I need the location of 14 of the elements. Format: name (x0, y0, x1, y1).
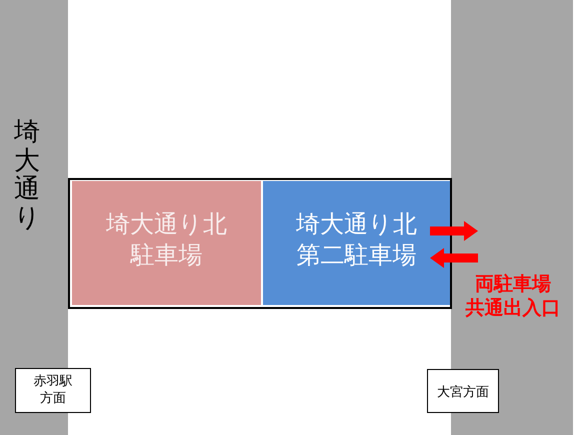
direction-sign-box (15, 368, 91, 413)
direction-label: 大宮方面 (436, 384, 490, 401)
parking-lot-name: 埼大通り北駐車場 (105, 209, 228, 272)
parking-lot-box (72, 181, 261, 305)
road-name: 埼大通り (14, 118, 40, 232)
parking-lot-name: 埼大通り北第二駐車場 (295, 209, 418, 272)
direction-sign-box (427, 369, 499, 413)
direction-label: 赤羽駅方面 (34, 374, 72, 408)
arrow (430, 221, 478, 241)
parking-area-outline (68, 178, 452, 309)
entrance-label: 両駐車場共通出入口 (464, 273, 562, 320)
arrow (430, 248, 478, 268)
parking-lot-box (263, 181, 450, 305)
road-band (451, 0, 573, 435)
